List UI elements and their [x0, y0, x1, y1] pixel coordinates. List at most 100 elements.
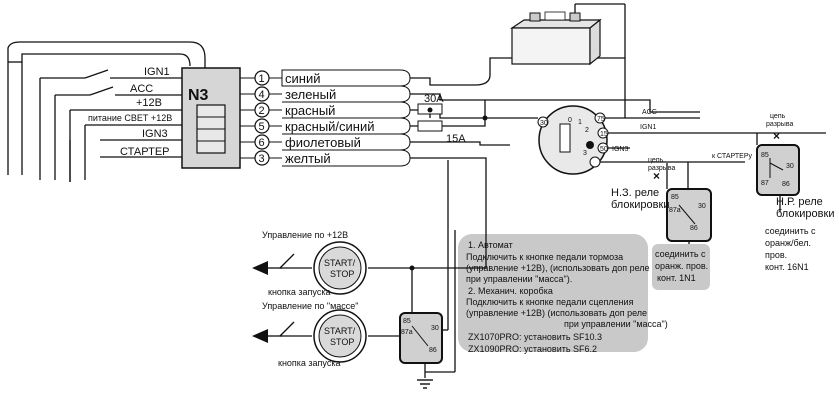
- switch-terminal-50: 50: [600, 146, 608, 153]
- pin-number: 6: [259, 137, 265, 149]
- arrow-icon: [252, 261, 268, 275]
- switch-pos-2: 2: [585, 127, 589, 134]
- label-plus12: +12В: [136, 97, 162, 109]
- switch-label-starter: к СТАРТЕРу: [712, 153, 753, 160]
- start-stop-caption-plus12: Управление по +12В: [262, 230, 348, 240]
- relay-bottom-pin-85: 85: [403, 318, 411, 325]
- label-ign1: IGN1: [144, 66, 170, 78]
- fuse-15a: [417, 120, 443, 132]
- instruction-line: Подключить к кнопке педали сцепления: [466, 297, 634, 307]
- label-ign3: IGN3: [142, 128, 168, 140]
- label-starter: СТАРТЕР: [120, 146, 170, 158]
- relay-no-pin-30: 30: [786, 163, 794, 170]
- start-button-caption-bottom: кнопка запуска: [278, 358, 340, 368]
- pin-number: 1: [259, 73, 265, 85]
- instruction-box: [458, 234, 648, 352]
- pin-number: 3: [259, 153, 265, 165]
- relay-no-title-2: блокировки: [776, 208, 834, 220]
- wire-label-green: зеленый: [285, 87, 336, 102]
- relay-no-title-1: Н.Р. реле: [776, 196, 823, 208]
- connector-name: N3: [188, 87, 209, 104]
- start-stop-button-top[interactable]: START/ STOP: [313, 241, 367, 295]
- start-stop-caption-mass: Управление по "массе": [262, 301, 359, 311]
- switch-pos-3: 3: [583, 150, 587, 157]
- relay-no-note-4: конт. 16N1: [765, 262, 809, 272]
- relay-no-note-2: оранж/бел.: [765, 238, 811, 248]
- pin-number: 5: [259, 121, 265, 133]
- relay-nc-title-2: блокировки: [611, 199, 669, 211]
- break-label-2a: цепь: [770, 113, 786, 120]
- switch-label-ign1: IGN1: [640, 124, 656, 131]
- switch-terminal-15: 15: [600, 131, 608, 138]
- instruction-line: (управление +12В) (использовать доп реле: [466, 308, 647, 318]
- relay-nc-note-2: оранж. пров.: [655, 261, 708, 271]
- start-stop-top-line2: STOP: [330, 269, 354, 279]
- switch-terminal-75: 75: [597, 116, 605, 123]
- relay-nc-pin-87a: 87a: [669, 207, 681, 214]
- break-x-2: ×: [773, 129, 780, 143]
- start-stop-button-bottom[interactable]: START/ STOP: [313, 309, 367, 363]
- switch-label-acc: ACC: [642, 109, 657, 116]
- break-x-1: ×: [653, 169, 660, 183]
- pin-list: 1 4 2 5 6 3 синий зеленый красный красны…: [254, 70, 375, 166]
- instruction-line: при управлении "масса"): [564, 319, 668, 329]
- start-stop-top-line1: START/: [324, 258, 356, 268]
- instruction-text: 1. Автомат Подключить к кнопке педали то…: [466, 240, 668, 354]
- relay-nc-pin-86: 86: [690, 225, 698, 232]
- arrow-icon: [252, 329, 268, 343]
- wire-label-red-blue: красный/синий: [285, 119, 375, 134]
- switch-terminal-30: 30: [540, 120, 548, 127]
- switch-pos-0: 0: [568, 117, 572, 124]
- fuse-15a-label: 15A: [446, 133, 466, 145]
- relay-no-pin-86: 86: [782, 181, 790, 188]
- relay-bottom: [399, 312, 443, 364]
- switch-label-ign3: IGN3: [612, 146, 628, 153]
- relay-no-pin-87: 87: [761, 180, 769, 187]
- start-stop-bottom-line1: START/: [324, 326, 356, 336]
- relay-no: [756, 133, 800, 212]
- junction-dot: [427, 107, 433, 113]
- instruction-line: 2. Механич. коробка: [468, 286, 553, 296]
- left-harness: [7, 41, 206, 182]
- ground-icon: [417, 379, 433, 389]
- break-marker-1: ×: [653, 169, 660, 183]
- relay-nc-title-1: Н.З. реле: [611, 187, 659, 199]
- label-acc: ACC: [130, 83, 153, 95]
- start-stop-mass-wiring: [279, 160, 456, 378]
- break-marker-2: ×: [773, 129, 780, 143]
- pin-number: 4: [259, 89, 265, 101]
- switch-pos-1: 1: [578, 119, 582, 126]
- relay-bottom-pin-87a: 87a: [401, 329, 413, 336]
- break-label-2b: разрыва: [766, 121, 793, 128]
- relay-nc-note-3: конт. 1N1: [657, 273, 696, 283]
- relay-nc-note-1: соединить с: [655, 249, 706, 259]
- instruction-line: при управлении "масса").: [466, 274, 572, 284]
- wire-label-violet: фиолетовый: [285, 135, 361, 150]
- pin-number: 2: [259, 105, 265, 117]
- relay-no-pin-85: 85: [761, 152, 769, 159]
- fuse-30a-label: 30A: [424, 93, 444, 105]
- battery-icon: [510, 3, 626, 66]
- relay-nc-pin-85: 85: [671, 194, 679, 201]
- break-label-1a: цепь: [648, 157, 664, 164]
- start-stop-bottom-line2: STOP: [330, 337, 354, 347]
- instruction-line: Подключить к кнопке педали тормоза: [466, 252, 623, 262]
- break-label-1b: разрыва: [648, 165, 675, 172]
- instruction-line: (управление +12В), (использовать доп рел…: [466, 263, 650, 273]
- start-button-caption-top: кнопка запуска: [268, 287, 330, 297]
- start-stop-plus12-wiring: [279, 230, 487, 269]
- instruction-line: ZX1090PRO: установить SF6.2: [468, 344, 597, 354]
- wire-label-yellow: желтый: [285, 151, 331, 166]
- relay-no-note-3: пров.: [765, 250, 787, 260]
- label-light-power: питание СВЕТ +12В: [88, 113, 172, 123]
- relay-bottom-pin-86: 86: [429, 347, 437, 354]
- relay-nc-note-box: [652, 244, 710, 290]
- wire-label-red: красный: [285, 103, 335, 118]
- wire-label-blue: синий: [285, 71, 320, 86]
- connector-n3: [181, 67, 262, 169]
- relay-nc-pin-30: 30: [698, 203, 706, 210]
- switch-wiring: [485, 108, 826, 163]
- relay-no-note-1: соединить с: [765, 226, 816, 236]
- instruction-line: ZX1070PRO: установить SF10.3: [468, 332, 602, 342]
